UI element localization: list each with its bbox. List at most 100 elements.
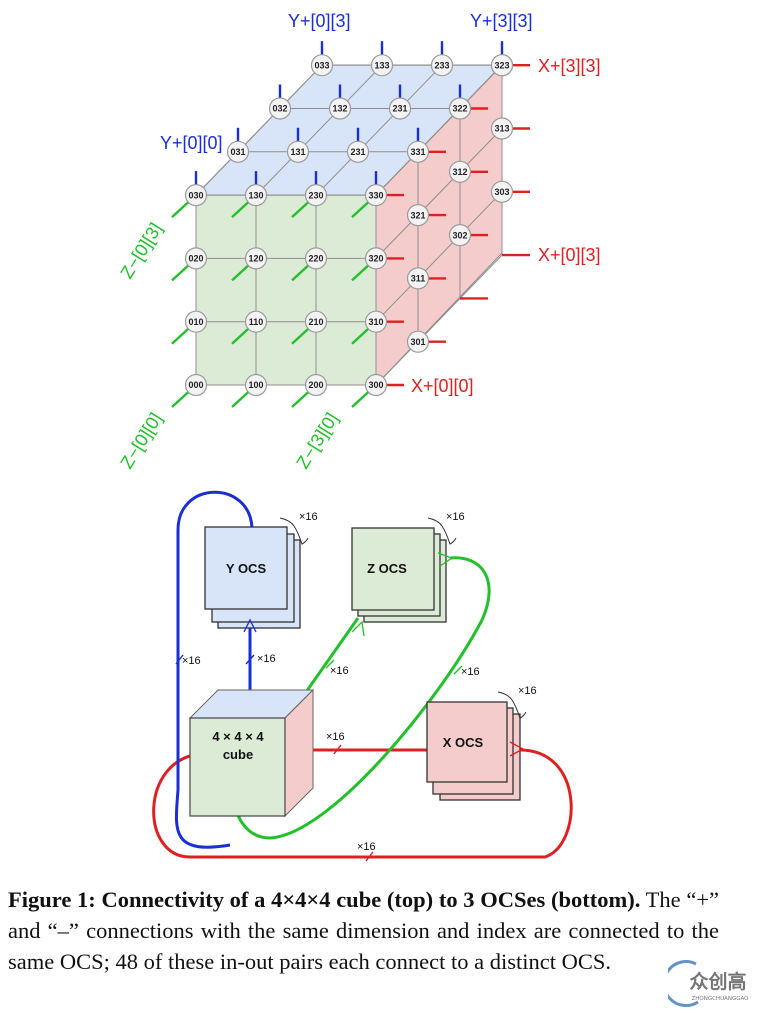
cube-node: 303 xyxy=(490,180,514,203)
node-label: 313 xyxy=(494,124,509,134)
cube-node: 100 xyxy=(244,373,268,397)
node-label: 231 xyxy=(350,147,365,157)
node-circle xyxy=(244,184,268,207)
node-label: 110 xyxy=(249,317,264,327)
cube-node: 130 xyxy=(244,184,268,207)
node-circle xyxy=(448,160,472,183)
node-circle xyxy=(184,310,208,333)
node-label: 131 xyxy=(290,147,305,157)
node-label: 100 xyxy=(248,380,263,390)
node-circle xyxy=(430,54,454,77)
cube-node: 200 xyxy=(304,373,328,397)
node-circle xyxy=(304,373,328,397)
cube-node: 131 xyxy=(286,140,310,163)
node-label: 302 xyxy=(452,230,467,240)
node-label: 032 xyxy=(272,104,287,114)
x-ocs-box xyxy=(426,701,508,783)
label-z-minus-00: Z−[0][0] xyxy=(116,409,166,472)
node-circle xyxy=(490,180,514,203)
node-label: 321 xyxy=(410,210,425,220)
y-ocs-stack: Y OCS ×16 xyxy=(204,511,318,629)
svg-text:众创高: 众创高 xyxy=(689,970,746,993)
node-label: 230 xyxy=(308,190,323,200)
cube-node: 313 xyxy=(490,117,514,140)
node-label: 030 xyxy=(188,190,203,200)
node-circle xyxy=(370,54,394,77)
mult-z-outer: ×16 xyxy=(461,666,480,678)
node-label: 303 xyxy=(494,187,509,197)
cube-node: 133 xyxy=(370,54,394,77)
cube-node: 110 xyxy=(244,310,268,333)
cube-box-label-1: 4 × 4 × 4 xyxy=(212,729,264,744)
node-circle xyxy=(490,54,514,77)
label-x-plus-00: X+[0][0] xyxy=(411,376,474,396)
cube-box-label-2: cube xyxy=(223,747,253,762)
arrowheads xyxy=(243,552,525,757)
node-label: 133 xyxy=(374,60,389,70)
node-label: 312 xyxy=(452,167,467,177)
cube-node: 331 xyxy=(406,140,430,163)
cube-node: 030 xyxy=(184,184,208,207)
cube-box-front xyxy=(189,717,286,817)
cube-node: 231 xyxy=(346,140,370,163)
grid-line xyxy=(375,128,503,259)
cube-node: 323 xyxy=(490,54,514,77)
z-ocs-brace xyxy=(427,517,457,545)
cube-node: 311 xyxy=(406,267,430,290)
node-label: 320 xyxy=(368,254,383,264)
node-label: 020 xyxy=(188,254,203,264)
node-label: 310 xyxy=(368,317,383,327)
label-x-plus-03: X+[0][3] xyxy=(538,245,601,265)
node-circle xyxy=(244,310,268,333)
cube-node: 010 xyxy=(184,310,208,333)
node-label: 330 xyxy=(368,190,383,200)
node-label: 120 xyxy=(248,254,263,264)
node-label: 311 xyxy=(411,274,426,284)
node-circle xyxy=(406,204,430,227)
node-label: 331 xyxy=(410,147,425,157)
node-circle xyxy=(364,310,388,333)
label-z-minus-03: Z−[0][3] xyxy=(116,219,166,282)
node-label: 200 xyxy=(308,380,323,390)
grid-line xyxy=(375,64,503,196)
cube-node: 310 xyxy=(364,310,388,333)
grid-lines xyxy=(195,64,503,386)
x-ocs-label: X OCS xyxy=(443,735,484,750)
label-x-plus-33: X+[3][3] xyxy=(538,56,601,76)
node-label: 233 xyxy=(434,60,449,70)
cube-node: 330 xyxy=(364,184,388,207)
y-ocs-label: Y OCS xyxy=(226,561,267,576)
node-circle xyxy=(304,310,328,333)
node-circle xyxy=(406,267,430,290)
cube-node: 031 xyxy=(226,140,250,163)
node-label: 000 xyxy=(188,380,203,390)
cube-node: 210 xyxy=(304,310,328,333)
node-circle xyxy=(184,247,208,270)
grid-line xyxy=(375,254,503,386)
z-ocs-stack: Z OCS ×16 xyxy=(351,511,465,623)
node-label: 322 xyxy=(452,104,467,114)
node-circle xyxy=(184,373,208,397)
node-label: 220 xyxy=(308,254,323,264)
cube-node: 233 xyxy=(430,54,454,77)
cube-node: 033 xyxy=(310,54,334,77)
node-circle xyxy=(304,184,328,207)
grid-line xyxy=(255,64,383,196)
cube-node: 000 xyxy=(184,373,208,397)
x-ocs-stack: X OCS ×16 xyxy=(426,685,537,801)
grid-line xyxy=(195,64,323,196)
z-ocs-mult: ×16 xyxy=(446,511,465,523)
multiplicity-ticks xyxy=(175,654,463,862)
mult-z-inner: ×16 xyxy=(330,665,349,677)
node-circle xyxy=(304,247,328,270)
cube-node: 020 xyxy=(184,247,208,270)
cube-node: 312 xyxy=(448,160,472,183)
node-circle xyxy=(406,330,430,353)
cube-box: 4 × 4 × 4 cube xyxy=(188,688,315,818)
mult-y-inner: ×16 xyxy=(257,653,276,665)
cube-node: 322 xyxy=(448,97,472,120)
cube-node: 132 xyxy=(328,97,352,120)
ocs-connectivity-diagram: Y OCS ×16 Z OCS ×16 X OCS ×16 4 xyxy=(152,490,573,862)
